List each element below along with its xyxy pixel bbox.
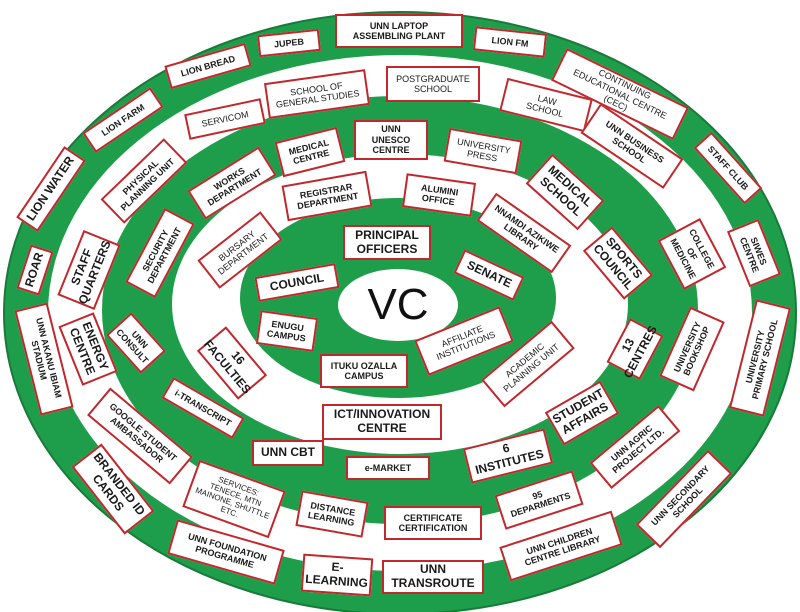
postgraduate-school-box: POSTGRADUATE SCHOOL bbox=[386, 66, 480, 102]
e-market-box: e-MARKET bbox=[346, 456, 430, 480]
ituku-ozalla-campus-box: ITUKU OZALLA CAMPUS bbox=[320, 354, 408, 388]
vc-label: VC bbox=[367, 279, 429, 329]
unn-transroute-box: UNN TRANSROUTE bbox=[382, 560, 484, 594]
center-white-ellipse bbox=[338, 269, 458, 341]
unn-laptop-assembling-plant-box: UNN LAPTOP ASSEMBLING PLANT bbox=[335, 14, 463, 48]
certificate-certification-box: CERTIFICATE CERTIFICATION bbox=[384, 506, 482, 540]
e-learning-box: E- LEARNING bbox=[300, 553, 374, 597]
ict-innovation-centre-box: ICT/INNOVATION CENTRE bbox=[322, 404, 442, 440]
principal-officers-box: PRINCIPAL OFFICERS bbox=[343, 225, 431, 260]
unn-unesco-centre-box: UNN UNESCO CENTRE bbox=[354, 120, 428, 160]
unn-cbt-box: UNN CBT bbox=[252, 440, 324, 466]
